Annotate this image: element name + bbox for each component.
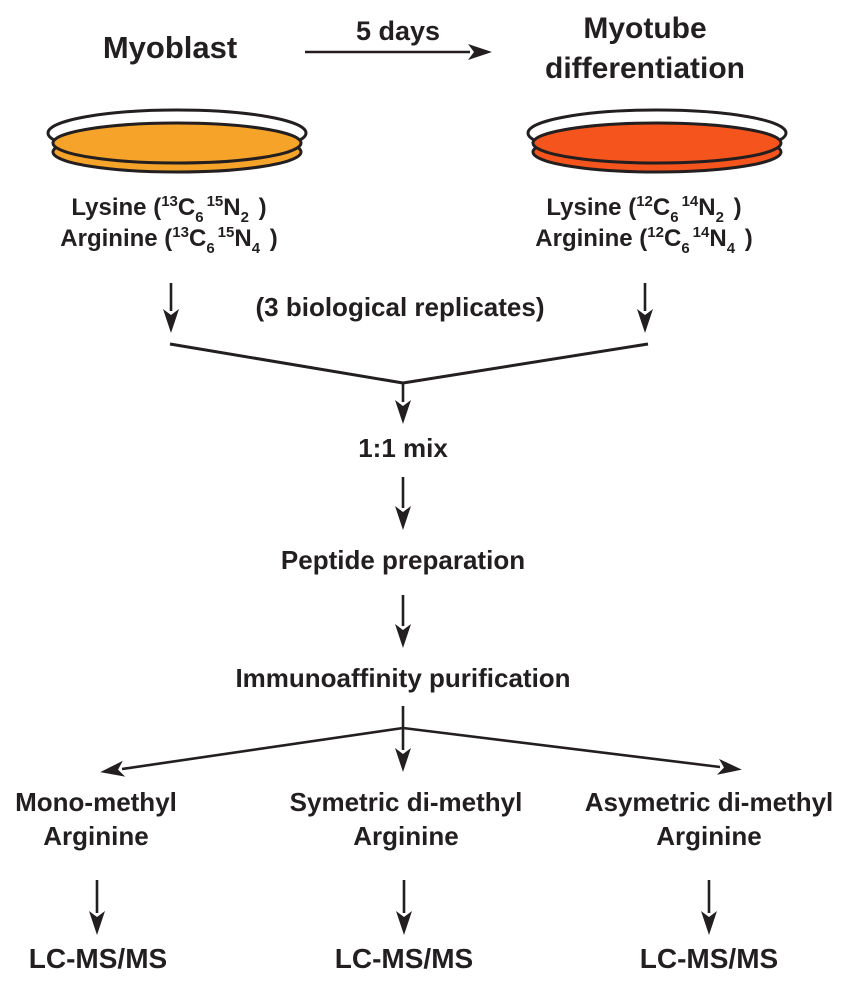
atom-count-subscript: 6 xyxy=(206,240,215,257)
atom-count-subscript: 6 xyxy=(670,209,679,226)
isotope-superscript: 15 xyxy=(206,193,224,210)
isotope-superscript: 15 xyxy=(217,224,235,241)
element-symbol: N xyxy=(223,194,241,221)
atom-count-subscript: 2 xyxy=(715,209,724,226)
element-symbol: N xyxy=(234,225,252,252)
branch-split-arrows xyxy=(100,706,742,777)
lcms-label-left: LC-MS/MS xyxy=(28,943,168,974)
mix-label: 1:1 mix xyxy=(358,433,448,463)
element-symbol: N xyxy=(698,194,716,221)
atom-count-subscript: 4 xyxy=(251,240,261,257)
myoblast-dish-icon xyxy=(46,108,308,174)
branch-line1: Mono-methyl xyxy=(15,787,177,817)
left-arginine-label: Arginine (13C615N4 ) xyxy=(60,224,278,256)
myotube-dish-icon xyxy=(526,108,788,174)
right-arginine-label: Arginine (12C614N4 ) xyxy=(535,224,753,256)
element-symbol: C xyxy=(663,225,682,252)
left-lysine-label: Lysine (13C615N2 ) xyxy=(71,193,267,225)
element-symbol: N xyxy=(709,225,727,252)
label-text: Lysine ( xyxy=(71,194,162,221)
isotope-superscript: 13 xyxy=(172,224,189,241)
label-text: Arginine ( xyxy=(535,225,648,252)
immunoaffinity-purification-label: Immunoaffinity purification xyxy=(235,663,571,693)
atom-count-subscript: 6 xyxy=(681,240,690,257)
label-text: ) xyxy=(251,194,267,221)
branch-line2: Arginine xyxy=(353,821,459,851)
atom-count-subscript: 2 xyxy=(240,209,249,226)
merge-lines xyxy=(169,342,649,385)
element-symbol: C xyxy=(652,194,671,221)
element-symbol: C xyxy=(188,225,207,252)
lcms-label-middle: LC-MS/MS xyxy=(334,943,474,974)
isotope-superscript: 12 xyxy=(647,224,664,241)
isotope-superscript: 14 xyxy=(692,224,710,241)
peptide-preparation-label: Peptide preparation xyxy=(280,545,526,575)
isotope-superscript: 14 xyxy=(681,193,699,210)
myotube-title-line1: Myotube xyxy=(583,12,707,45)
branch-line2: Arginine xyxy=(43,821,149,851)
branch-label-asymetric-di-methyl: Asymetric di-methyl Arginine xyxy=(559,785,850,853)
label-text: Lysine ( xyxy=(546,194,637,221)
label-text: ) xyxy=(263,225,278,252)
isotope-superscript: 12 xyxy=(636,193,653,210)
branch-right-arrow xyxy=(402,726,742,775)
lcms-label-right: LC-MS/MS xyxy=(639,943,779,974)
five-days-label: 5 days xyxy=(355,16,441,46)
branch-left-arrow xyxy=(100,726,404,777)
branch-line1: Symetric di-methyl xyxy=(289,787,523,817)
label-text: ) xyxy=(726,194,742,221)
branch-label-symetric-di-methyl: Symetric di-methyl Arginine xyxy=(256,785,556,853)
atom-count-subscript: 6 xyxy=(195,209,204,226)
right-lysine-label: Lysine (12C614N2 ) xyxy=(546,193,742,225)
label-text: ) xyxy=(738,225,753,252)
branch-label-mono-methyl: Mono-methyl Arginine xyxy=(0,785,246,853)
branch-line1: Asymetric di-methyl xyxy=(584,787,834,817)
myoblast-title: Myoblast xyxy=(102,30,238,65)
element-symbol: C xyxy=(177,194,196,221)
branch-line2: Arginine xyxy=(656,821,762,851)
label-text: Arginine ( xyxy=(60,225,173,252)
myotube-title: Myotube differentiation xyxy=(485,9,805,89)
isotope-superscript: 13 xyxy=(161,193,178,210)
atom-count-subscript: 4 xyxy=(726,240,736,257)
myotube-title-line2: differentiation xyxy=(545,52,745,85)
replicates-note: (3 biological replicates) xyxy=(255,292,545,322)
